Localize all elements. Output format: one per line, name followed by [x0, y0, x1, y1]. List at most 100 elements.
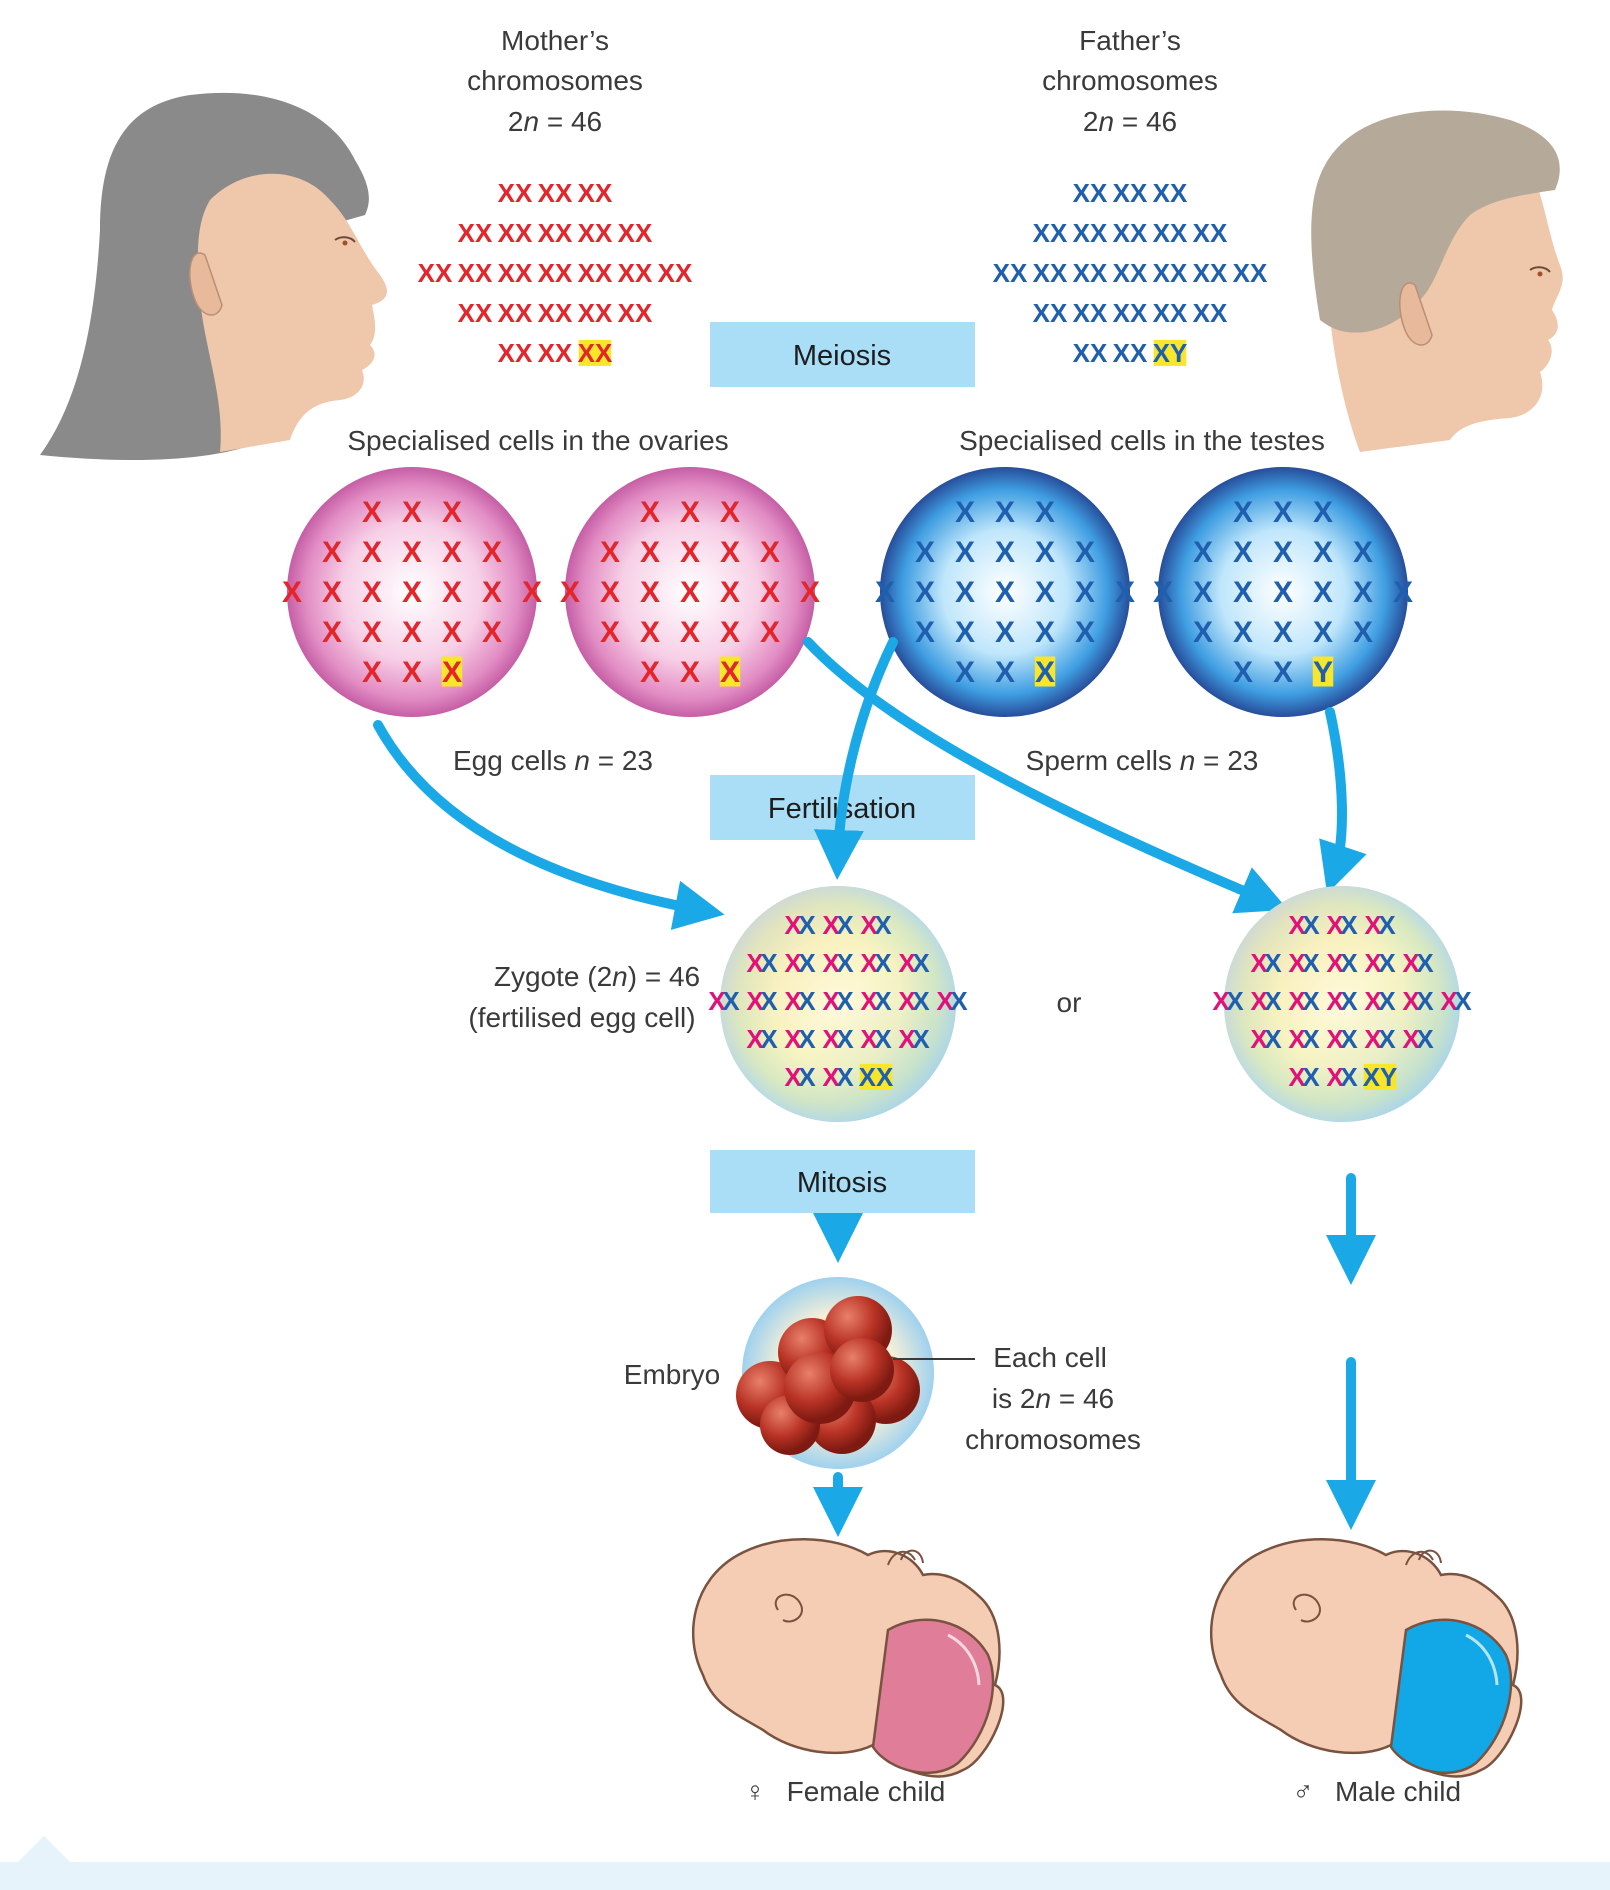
mother-face [197, 173, 387, 452]
male-child-label: Male child [1335, 1776, 1461, 1807]
chromosome: X [362, 536, 382, 569]
mother-ear [189, 252, 223, 316]
paternal-chromosome: X [1340, 986, 1358, 1016]
chromosome-pair: XX [1113, 258, 1148, 288]
maternal-chromosome: X [746, 948, 764, 978]
chromosome: X [760, 576, 780, 609]
maternal-chromosome: X [1288, 986, 1306, 1016]
chromosome-pair: XX [1193, 258, 1228, 288]
chromosome: X [1353, 576, 1373, 609]
paternal-chromosome: X [1378, 948, 1396, 978]
chromosome-pair: XX [1073, 218, 1108, 248]
chromosome: X [402, 536, 422, 569]
chromosome: X [760, 536, 780, 569]
paternal-chromosome: X [1264, 986, 1282, 1016]
chromosome: X [402, 616, 422, 649]
sex-chromosome-pair: XY [1363, 1062, 1398, 1092]
chromosome: X [362, 656, 382, 689]
chromosome: X [1075, 536, 1095, 569]
maternal-chromosome: X [1288, 1062, 1306, 1092]
maternal-chromosome: X [822, 910, 840, 940]
chromosome: X [442, 616, 462, 649]
maternal-chromosome: X [784, 910, 802, 940]
maternal-chromosome: X [1364, 948, 1382, 978]
maternal-chromosome: X [1326, 986, 1344, 1016]
chromosome: X [720, 616, 740, 649]
female-child-label: Female child [787, 1776, 946, 1807]
chromosome: X [442, 536, 462, 569]
paternal-chromosome: X [1340, 1024, 1358, 1054]
maternal-chromosome: X [1250, 1024, 1268, 1054]
chromosome: X [482, 576, 502, 609]
maternal-chromosome: X [860, 948, 878, 978]
chromosome: X [1273, 536, 1293, 569]
maternal-chromosome: X [1364, 986, 1382, 1016]
sex-chromosome-highlight [1312, 656, 1334, 687]
paternal-chromosome: X [1264, 948, 1282, 978]
paternal-chromosome: X [1264, 1024, 1282, 1054]
embryo-cells [736, 1296, 920, 1455]
chromosome: X [640, 576, 660, 609]
chromosome: X [1193, 536, 1213, 569]
chromosome-pair: XX [1113, 178, 1148, 208]
chromosome-pair: XX [538, 218, 573, 248]
maternal-chromosome: X [784, 1024, 802, 1054]
chromosome-pair: XX [538, 178, 573, 208]
chromosome: X [322, 536, 342, 569]
paternal-chromosome: X [760, 1024, 778, 1054]
chromosome-pair: XX [1033, 218, 1068, 248]
paternal-chromosome: X [912, 948, 930, 978]
paternal-chromosome: X [836, 910, 854, 940]
chromosome: X [1313, 496, 1333, 529]
chromosome: X [1115, 576, 1135, 609]
mother-iris [342, 240, 348, 246]
paternal-chromosome: X [798, 910, 816, 940]
chromosome-pair: XX [1073, 338, 1108, 368]
chromosome: X [322, 576, 342, 609]
chromosome-pair: XX [1073, 178, 1108, 208]
father-ear [1399, 282, 1433, 346]
maternal-chromosome: X [1250, 948, 1268, 978]
chromosome: X [955, 656, 975, 689]
arrow-sperm2-to-zygote-right [1319, 707, 1367, 894]
chromosome-pair: XX [1113, 298, 1148, 328]
chromosome-pair: XX [618, 298, 653, 328]
mother-label-line2: chromosomes [467, 65, 643, 96]
chromosome-pair: XX [578, 298, 613, 328]
each-cell-line1: Each cell [993, 1342, 1107, 1373]
chromosome: X [1233, 616, 1253, 649]
chromosome-pair: XX [578, 178, 613, 208]
chromosome: X [402, 496, 422, 529]
mitosis-box: Mitosis [710, 1150, 975, 1213]
chromosome: X [1035, 616, 1055, 649]
paternal-chromosome: X [874, 948, 892, 978]
maternal-chromosome: X [784, 1062, 802, 1092]
chromosome: X [995, 536, 1015, 569]
sperm-cells-label: Sperm cells n = 23 [1026, 745, 1259, 776]
chromosome-pair: XX [578, 218, 613, 248]
maternal-chromosome: X [860, 910, 878, 940]
arrow-sperm1-to-zygote-left [813, 637, 898, 880]
father-label-line2: chromosomes [1042, 65, 1218, 96]
baby-ear [1292, 1593, 1321, 1623]
chromosome: X [680, 576, 700, 609]
father-label-line1: Father’s [1079, 25, 1181, 56]
male-symbol-icon: ♂ [1293, 1776, 1314, 1807]
female-baby [691, 1538, 1005, 1778]
caption-bar [0, 1862, 1610, 1890]
chromosome: X [1393, 576, 1413, 609]
chromosome: X [680, 536, 700, 569]
paternal-chromosome: X [950, 986, 968, 1016]
sex-chromosome-pair: XX [578, 338, 613, 368]
sex-chromosome-pair: XX [859, 1062, 894, 1092]
chromosome: X [282, 576, 302, 609]
chromosome: X [915, 576, 935, 609]
embryo [736, 1277, 934, 1469]
paternal-chromosome: X [1302, 948, 1320, 978]
chromosome-pair: XX [458, 218, 493, 248]
paternal-chromosome: X [1378, 1024, 1396, 1054]
chromosome-pair: XX [1113, 338, 1148, 368]
